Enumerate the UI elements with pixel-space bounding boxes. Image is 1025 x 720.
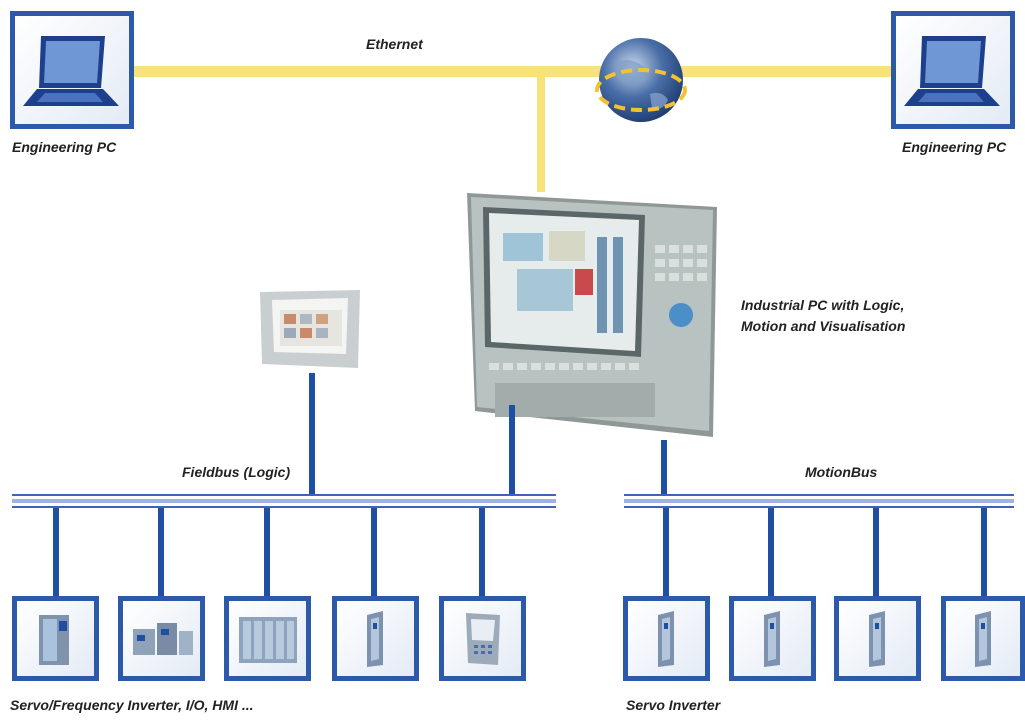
servo-drive-device — [332, 596, 419, 681]
device-drop-line — [158, 508, 164, 596]
motionbus-line — [624, 494, 1014, 508]
fieldbus-devices-caption: Servo/Frequency Inverter, I/O, HMI ... — [10, 697, 254, 713]
fieldbus-label: Fieldbus (Logic) — [182, 464, 291, 480]
frequency-inverter-icon — [133, 623, 193, 655]
laptop-icon — [23, 36, 119, 106]
ethernet-label: Ethernet — [366, 36, 423, 52]
industrial-pc — [467, 193, 717, 437]
ipc-fieldbus-drop-line — [509, 405, 515, 494]
device-drop-line — [768, 508, 774, 596]
servo-inverter-device — [729, 596, 816, 681]
device-drop-line — [981, 508, 987, 596]
inverter-icon — [39, 615, 69, 665]
device-drop-line — [264, 508, 270, 596]
motionbus-label: MotionBus — [805, 464, 878, 480]
industrial-pc-label-line1: Industrial PC with Logic, — [741, 297, 905, 313]
laptop-icon — [904, 36, 1000, 106]
fieldbus-line — [12, 494, 556, 508]
device-drop-line — [663, 508, 669, 596]
globe-icon — [595, 38, 687, 122]
motionbus-devices-caption: Servo Inverter — [626, 697, 721, 713]
hmi-icon — [466, 613, 500, 665]
servo-inverter-device — [12, 596, 99, 681]
servo-drive-icon — [367, 611, 383, 667]
servo-inverter-device — [941, 596, 1025, 681]
hmi-device — [439, 596, 526, 681]
hmi-panel — [260, 290, 360, 368]
servo-inverter-icon — [764, 611, 780, 667]
servo-inverter-icon — [975, 611, 991, 667]
industrial-pc-label-line2: Motion and Visualisation — [741, 318, 906, 334]
servo-inverter-device — [623, 596, 710, 681]
engineering-pc-right-label: Engineering PC — [902, 139, 1007, 155]
device-drop-line — [371, 508, 377, 596]
hmi-drop-line — [309, 373, 315, 494]
frequency-inverter-device — [118, 596, 205, 681]
io-module-icon — [239, 617, 297, 663]
device-drop-line — [873, 508, 879, 596]
device-drop-line — [53, 508, 59, 596]
io-module-device — [224, 596, 311, 681]
servo-inverter-device — [834, 596, 921, 681]
device-drop-line — [479, 508, 485, 596]
ethernet-line — [110, 66, 910, 77]
ipc-motionbus-drop-line — [661, 440, 667, 494]
engineering-pc-left-label: Engineering PC — [12, 139, 117, 155]
ethernet-drop-line — [537, 77, 545, 192]
servo-inverter-icon — [869, 611, 885, 667]
servo-inverter-icon — [658, 611, 674, 667]
engineering-pc-left — [10, 11, 134, 129]
engineering-pc-right — [891, 11, 1015, 129]
